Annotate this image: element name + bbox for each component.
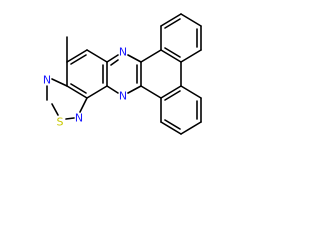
bond xyxy=(164,18,181,29)
bond xyxy=(51,103,59,116)
bond xyxy=(160,85,182,99)
bond xyxy=(180,13,202,27)
bond-layer xyxy=(46,13,202,135)
atom-label-n-thiadiazole-upper: N xyxy=(43,74,51,87)
bond xyxy=(180,121,202,135)
atom-label-layer: N N N N S xyxy=(43,46,127,129)
bond xyxy=(70,83,87,94)
bond xyxy=(70,54,87,65)
bond xyxy=(160,49,182,63)
atom-label-n-bottom: N xyxy=(119,90,127,103)
molecule-svg: N N N N S xyxy=(43,13,202,135)
bond xyxy=(86,49,108,63)
bond xyxy=(79,97,88,113)
bond xyxy=(180,49,202,63)
bond xyxy=(164,119,181,130)
atom-label-n-top: N xyxy=(119,46,127,59)
bond xyxy=(164,47,181,58)
bond xyxy=(160,121,182,135)
bond xyxy=(106,54,119,63)
atom-label-s-thiadiazole: S xyxy=(57,116,64,129)
bond xyxy=(127,85,142,94)
bond xyxy=(127,54,142,63)
molecule-structure-diagram: N N N N S xyxy=(0,0,219,161)
bond xyxy=(160,13,182,27)
bond xyxy=(140,49,162,63)
bond xyxy=(106,85,119,94)
bond xyxy=(180,85,202,99)
bond xyxy=(140,85,162,99)
bond xyxy=(65,117,75,120)
bond xyxy=(86,85,108,99)
bond xyxy=(66,85,88,99)
bond xyxy=(110,59,119,66)
bond xyxy=(66,49,88,63)
bond xyxy=(51,78,68,87)
atom-label-n-thiadiazole-lower: N xyxy=(75,112,83,125)
bond xyxy=(164,90,181,101)
